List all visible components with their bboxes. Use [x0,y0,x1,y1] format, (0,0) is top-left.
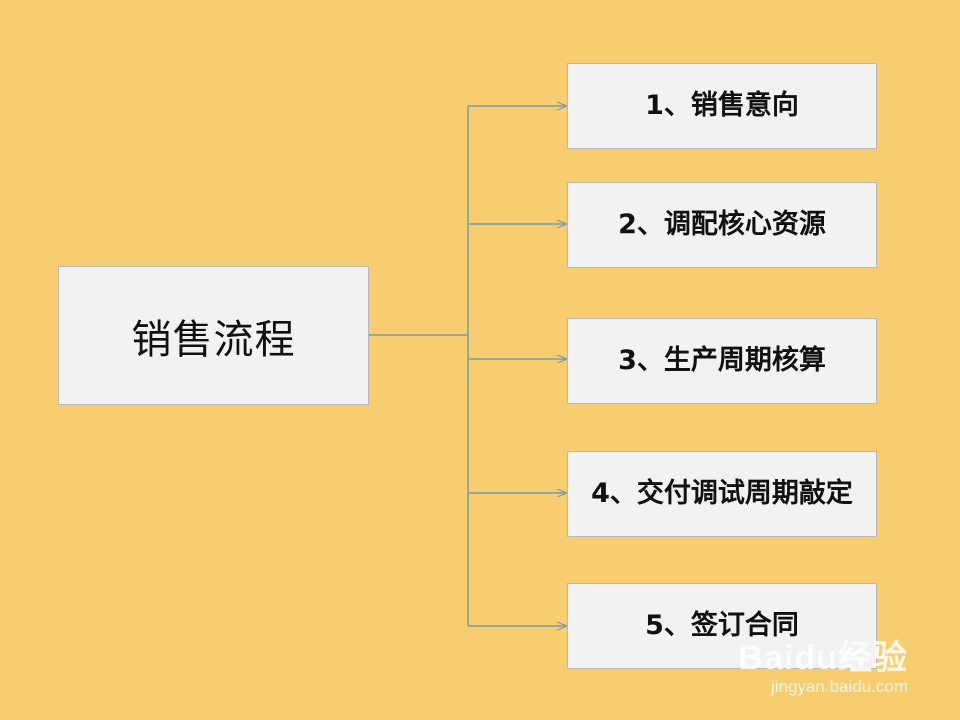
step-4-node: 4、交付调试周期敲定 [567,451,877,537]
watermark-url: jingyan.baidu.com [770,677,908,696]
step-1-node: 1、销售意向 [567,63,877,149]
step-5-node: 5、签订合同 [567,583,877,669]
step-3-node: 3、生产周期核算 [567,318,877,404]
root-node: 销售流程 [58,266,369,405]
step-2-node: 2、调配核心资源 [567,182,877,268]
watermark-logo: Baidu经验 [738,639,908,677]
baidu-watermark: Baidu经验 jingyan.baidu.com [739,640,908,698]
